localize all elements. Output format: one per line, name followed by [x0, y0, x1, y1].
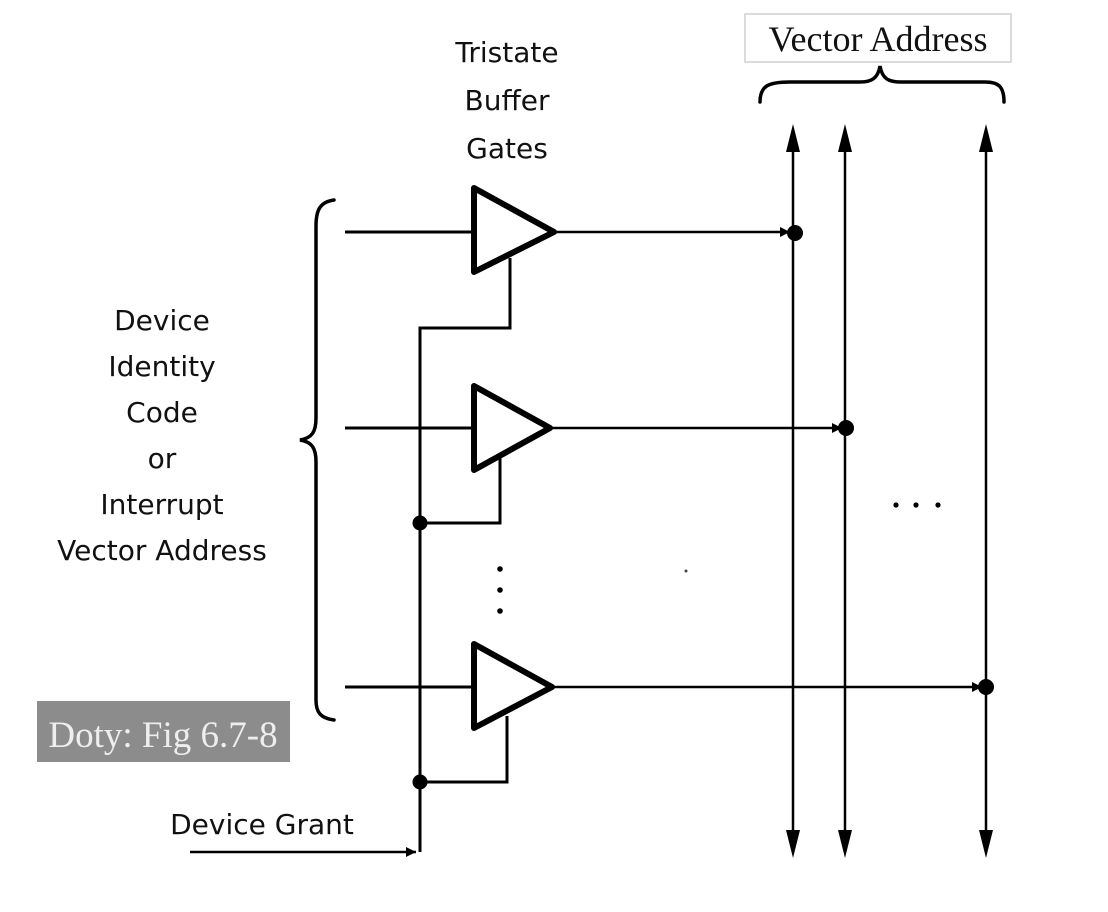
device-grant-label: Device Grant [170, 808, 354, 841]
caption-background [37, 701, 290, 762]
gate-1-junction-dot [787, 225, 803, 241]
caption-text: Doty: Fig 6.7-8 [48, 715, 277, 756]
gate-3-enable-dot [412, 774, 428, 790]
gate-3-enable-line [420, 716, 509, 784]
input-label-line-2: Identity [108, 350, 215, 383]
bus-line-3-up-arrow [979, 124, 993, 152]
ellipsis-dot [497, 566, 503, 572]
gates-label: Tristate Buffer Gates [454, 36, 558, 165]
input-label: Device Identity Code or Interrupt Vector… [57, 304, 267, 567]
gate-2-enable-line [420, 458, 502, 525]
ellipsis-dot [935, 502, 941, 508]
ellipsis-dot [497, 587, 503, 593]
bus-line-2-down-arrow [838, 830, 852, 858]
buffer-gate-3 [345, 641, 994, 790]
buffer-gate-1 [345, 185, 803, 275]
gate-2-enable-dot [412, 515, 428, 531]
gates-label-line-2: Buffer [465, 84, 550, 117]
input-label-line-4: or [148, 442, 177, 475]
gate-2-junction-dot [838, 420, 854, 436]
figure-caption: Doty: Fig 6.7-8 [37, 701, 290, 762]
gate-1-triangle [471, 185, 557, 275]
buffer-gate-2 [345, 383, 854, 531]
title-box [744, 13, 1012, 63]
gate-3-junction-dot [978, 679, 994, 695]
gates-label-line-3: Gates [466, 132, 548, 165]
gate-2-triangle [471, 383, 553, 473]
bus-line-1-down-arrow [786, 830, 800, 858]
bus-line-2-up-arrow [838, 124, 852, 152]
stray-dot [684, 569, 688, 573]
horizontal-ellipsis [893, 502, 941, 508]
input-label-line-5: Interrupt [100, 488, 223, 521]
bus-lines [786, 124, 993, 858]
bus-line-1-up-arrow [786, 124, 800, 152]
ellipsis-dot [893, 502, 899, 508]
top-brace [758, 65, 1006, 104]
gates-label-line-1: Tristate [454, 36, 558, 69]
input-label-line-1: Device [114, 304, 210, 337]
ellipsis-dot [497, 608, 503, 614]
bus-line-3-down-arrow [979, 830, 993, 858]
input-label-line-3: Code [126, 396, 198, 429]
vertical-ellipsis [497, 566, 503, 614]
control-line [418, 258, 512, 852]
left-brace [299, 198, 336, 722]
ellipsis-dot [913, 502, 919, 508]
vector-address-title: Vector Address [744, 13, 1012, 63]
input-label-line-6: Vector Address [57, 534, 267, 567]
gate-3-triangle [471, 641, 555, 731]
title-text: Vector Address [769, 19, 988, 59]
